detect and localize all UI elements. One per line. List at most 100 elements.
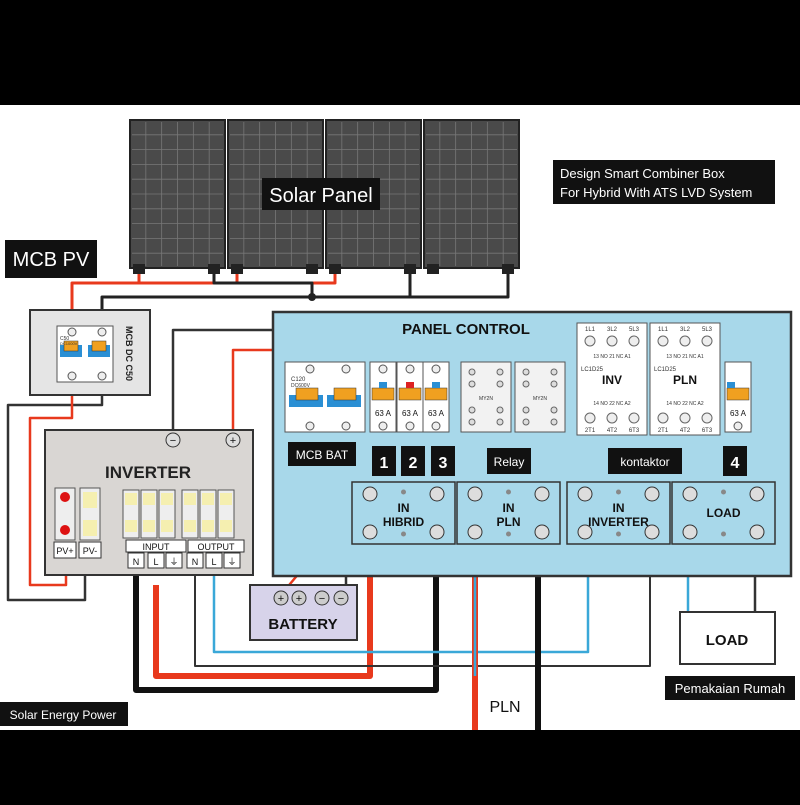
pemakaian-label: Pemakaian Rumah <box>675 681 786 696</box>
junction-dot <box>308 293 316 301</box>
inverter-pin-label: ⏚ <box>169 557 178 567</box>
terminal-label-line1: IN <box>398 501 410 515</box>
junction-box <box>231 264 243 274</box>
contactor-name: PLN <box>673 373 697 387</box>
solar-panel-array: Solar Panel <box>129 119 520 274</box>
contactor-name: INV <box>602 373 622 387</box>
breaker-group: 63 A 63 A 63 A <box>369 361 450 433</box>
load-box-label: LOAD <box>706 632 749 649</box>
number-label-2: 2 <box>401 446 425 476</box>
svg-text:3L2: 3L2 <box>607 327 618 333</box>
svg-text:6T3: 6T3 <box>629 428 640 434</box>
contactor-aux-bottom: 14 NO 22 NC A2 <box>666 401 703 407</box>
inverter-terminal <box>199 489 217 539</box>
inverter-label: INVERTER <box>105 463 191 482</box>
breaker-rating: 63 A <box>428 409 445 418</box>
junction-box <box>306 264 318 274</box>
footer-label: Solar Energy Power <box>10 708 117 722</box>
terminal-label-line1: IN <box>613 501 625 515</box>
junction-box <box>404 264 416 274</box>
input-label: INPUT <box>143 542 171 552</box>
terminal-label-line1: IN <box>503 501 515 515</box>
wire-pv-positive <box>70 274 141 330</box>
title-line-1: Design Smart Combiner Box <box>560 166 725 181</box>
svg-text:4T2: 4T2 <box>680 428 691 434</box>
pln-label: PLN <box>489 699 520 716</box>
terminal-label-line1: LOAD <box>707 506 741 520</box>
breaker-3: 63 A <box>422 361 450 433</box>
battery-terminal <box>291 590 307 606</box>
mcb-pv-label-text: MCB PV <box>13 249 90 271</box>
title-line-2: For Hybrid With ATS LVD System <box>560 185 752 200</box>
mcb-bat-spec: DC600V <box>291 383 311 389</box>
number-label-4: 4 <box>723 446 747 476</box>
contactor-aux-top: 13 NO 21 NC A1 <box>666 354 703 360</box>
mcb-bat-label: MCB BAT <box>296 448 349 462</box>
number-label-3: 3 <box>431 446 455 476</box>
contactor-model: LC1D25 <box>654 367 677 373</box>
battery: + + − − BATTERY <box>249 584 358 641</box>
junction-box <box>133 264 145 274</box>
mcb-pv-box: C50 DC1000V MCB DC C50 <box>29 309 151 396</box>
relay-1: MY2N <box>460 361 512 433</box>
inverter-terminal <box>122 489 140 539</box>
inverter-terminal <box>158 489 176 539</box>
battery-terminal <box>333 590 349 606</box>
inverter-ac-terminals <box>122 489 235 539</box>
junction-box <box>502 264 514 274</box>
svg-text:2T1: 2T1 <box>658 428 669 434</box>
breaker-rating: 63 A <box>402 409 419 418</box>
breaker-4: 63 A <box>724 361 752 433</box>
inverter-terminal <box>140 489 158 539</box>
panel-control-title: PANEL CONTROL <box>402 321 530 338</box>
battery-terminal-label: − <box>338 593 344 605</box>
inverter-pin-label: L <box>211 557 216 567</box>
load-box: LOAD <box>679 611 776 665</box>
svg-text:+: + <box>230 435 236 447</box>
relay-label: Relay <box>494 455 525 469</box>
terminal-label-line2: HIBRID <box>383 515 425 529</box>
solar-panel-label-bg <box>262 178 380 210</box>
number-label-1: 1 <box>372 446 396 476</box>
junction-box <box>427 264 439 274</box>
solar-panel-label: Solar Panel <box>269 185 372 207</box>
battery-terminal <box>314 590 330 606</box>
breaker-1: 63 A <box>369 361 397 433</box>
contactor-aux-top: 13 NO 21 NC A1 <box>593 354 630 360</box>
breaker-2: 63 A <box>396 361 424 433</box>
svg-text:3: 3 <box>439 455 448 472</box>
svg-text:1: 1 <box>380 455 389 472</box>
svg-text:4T2: 4T2 <box>607 428 618 434</box>
breaker-rating: 63 A <box>375 409 392 418</box>
battery-terminal <box>273 590 289 606</box>
battery-terminal-label: + <box>296 593 302 605</box>
mcb-pv-spec: DC1000V <box>60 341 78 346</box>
mcb-pv-label: MCB PV <box>5 240 97 278</box>
battery-terminal-label: − <box>319 593 325 605</box>
terminal-block-4: LOAD <box>671 481 776 545</box>
inverter-terminal <box>217 489 235 539</box>
inverter-pin-label: N <box>133 557 140 567</box>
inverter-terminal <box>181 489 199 539</box>
inverter-pin-label: N <box>192 557 199 567</box>
mcb-pv-rating: C50 <box>60 336 69 342</box>
svg-text:1L1: 1L1 <box>658 327 669 333</box>
breaker-4-rating: 63 A <box>730 409 747 418</box>
svg-text:2T1: 2T1 <box>585 428 596 434</box>
kontaktor-label: kontaktor <box>620 455 669 469</box>
inverter-negative-terminal <box>165 432 181 448</box>
inverter-positive-terminal <box>225 432 241 448</box>
pv-plus-label: PV+ <box>56 546 73 556</box>
wire-mcb-to-inverter-black <box>6 380 104 602</box>
svg-text:6T3: 6T3 <box>702 428 713 434</box>
battery-terminal-label: + <box>278 593 284 605</box>
wire-pv-string-black <box>212 274 314 297</box>
relay-model: MY2N <box>533 396 547 402</box>
contactor-aux-bottom: 14 NO 22 NC A2 <box>593 401 630 407</box>
